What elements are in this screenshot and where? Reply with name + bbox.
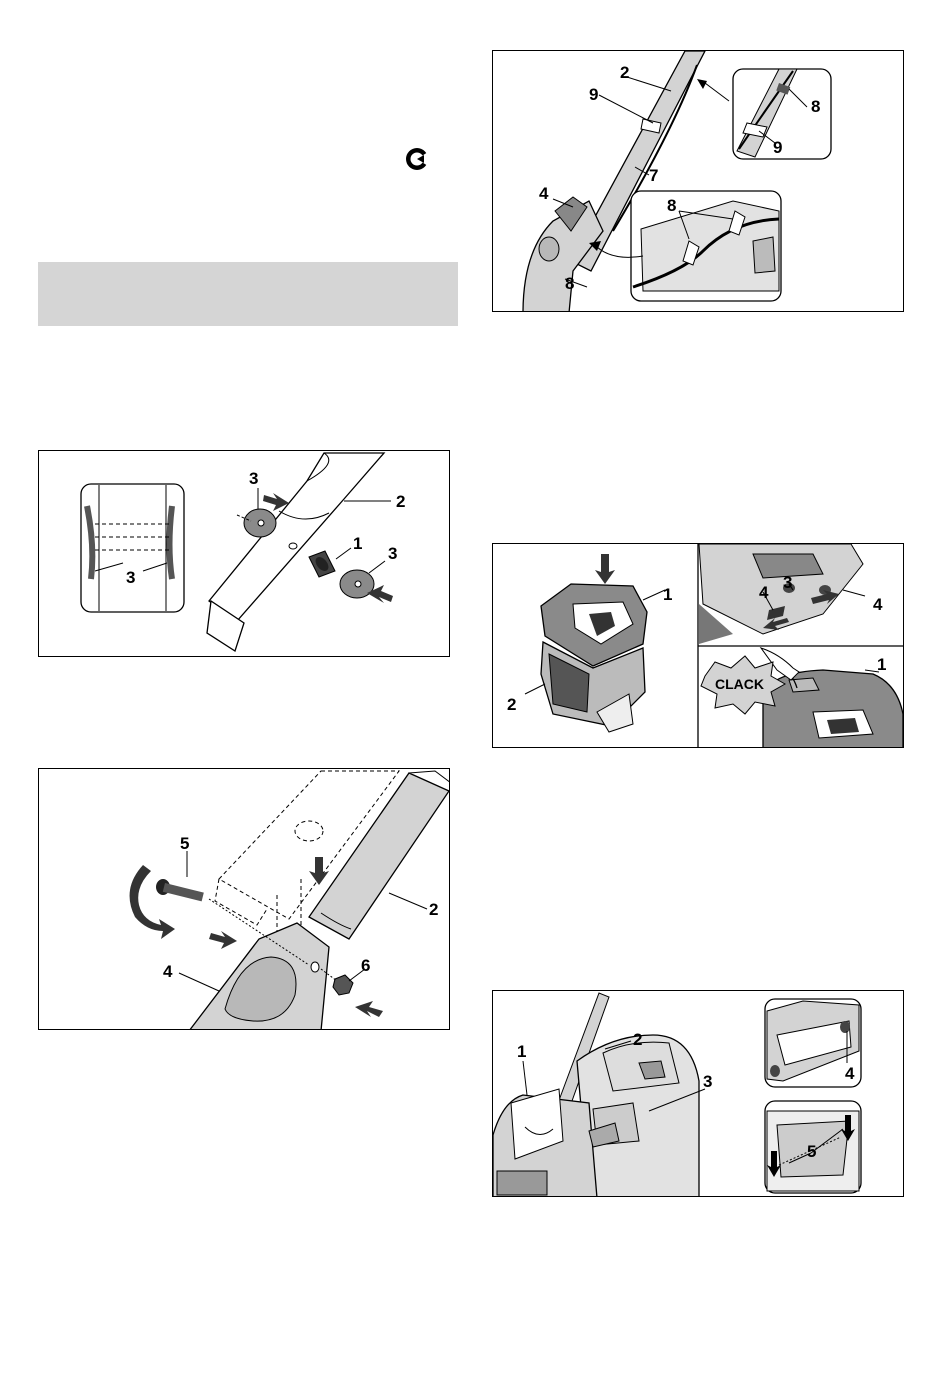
label-8: 8: [565, 274, 574, 293]
figure-handle-cable: 2 9 7 4 8 8 8 9 8: [492, 50, 904, 312]
label-2: 2: [396, 492, 405, 511]
label-3: 3: [249, 469, 258, 488]
arrow-down-icon: [595, 554, 615, 584]
label-3: 3: [126, 568, 135, 587]
label-1: 1: [663, 585, 672, 604]
label-1: 1: [517, 1042, 526, 1061]
arrow-left-icon: [355, 1001, 383, 1017]
figure-grass-catcher: 2 1 3 4 5: [492, 990, 904, 1197]
rotate-arrow-icon: [130, 865, 175, 939]
label-2: 2: [429, 900, 438, 919]
label-3: 3: [783, 573, 792, 592]
arrow-down-icon: [309, 857, 329, 885]
label-4: 4: [163, 962, 173, 981]
figure-bolt-bracket: 5 2 4 6: [38, 768, 450, 1030]
brand-logo-icon: [404, 146, 430, 172]
label-4: 4: [759, 583, 769, 602]
label-8: 8: [811, 97, 820, 116]
section-banner: [38, 262, 458, 326]
inset-washer-detail: [81, 484, 184, 612]
label-1: 1: [353, 534, 362, 553]
label-4: 4: [539, 184, 549, 203]
label-2: 2: [507, 695, 516, 714]
nut-drawing: [333, 975, 353, 995]
label-9: 9: [773, 138, 782, 157]
label-4: 4: [845, 1064, 855, 1083]
bolt-drawing: [156, 879, 204, 901]
label-5: 5: [807, 1142, 816, 1161]
clack-burst: CLACK: [701, 656, 785, 714]
label-3: 3: [388, 544, 397, 563]
arrow-right-icon: [209, 931, 237, 949]
label-6: 6: [361, 956, 370, 975]
figure-shaft-assembly: 3 3 2 1 3 3: [38, 450, 450, 657]
label-4: 4: [873, 595, 883, 614]
figure-box-assembly: CLACK 1 2 3 4 4 1: [492, 543, 904, 748]
label-5: 5: [180, 834, 189, 853]
label-1: 1: [877, 655, 886, 674]
label-8: 8: [667, 196, 676, 215]
washer-top: [244, 509, 276, 537]
clack-text: CLACK: [715, 676, 764, 692]
label-9: 9: [589, 85, 598, 104]
label-2: 2: [633, 1030, 642, 1049]
label-7: 7: [649, 166, 658, 185]
arrow-icon: [705, 83, 729, 101]
label-2: 2: [620, 63, 629, 82]
inset-clip-detail-bottom: [631, 191, 781, 301]
label-3: 3: [703, 1072, 712, 1091]
